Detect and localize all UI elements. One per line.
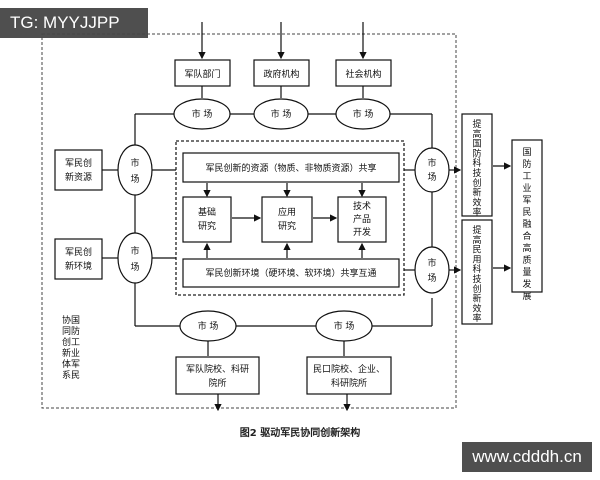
svg-text:科研院所: 科研院所 — [331, 377, 367, 389]
system-label: 协国 同防 创工 新业 体军 系民 — [62, 314, 80, 381]
top-box-society: 社会机构 — [335, 59, 392, 87]
market-bottom-1: 市 场 — [179, 310, 237, 342]
svg-text:军民创新环境（硬环境、软环境）共享互通: 军民创新环境（硬环境、软环境）共享互通 — [205, 267, 376, 279]
svg-text:市: 市 — [427, 257, 436, 269]
inner-resource-share-bar: 军民创新的资源（物质、非物质资源）共享 — [182, 152, 400, 183]
top-box-military: 军队部门 — [174, 59, 231, 87]
market-top-1: 市 场 — [173, 98, 231, 130]
market-right-2: 市 场 — [414, 246, 450, 294]
svg-text:政府机构: 政府机构 — [263, 68, 299, 80]
svg-text:应用: 应用 — [278, 206, 296, 218]
svg-text:研究: 研究 — [198, 220, 216, 232]
defense-efficiency-text: 提高国防科技创新效率 — [472, 119, 481, 218]
figure-caption: 图2 驱动军民协同创新架构 — [240, 426, 360, 439]
civil-efficiency-box: 提高民用科技创新效率 — [461, 219, 493, 325]
svg-text:协国: 协国 — [62, 314, 80, 326]
watermark-top: TG: MYYJJPP — [0, 8, 148, 38]
svg-text:市 场: 市 场 — [353, 108, 374, 120]
svg-text:基础: 基础 — [198, 206, 216, 218]
svg-text:新环境: 新环境 — [65, 260, 92, 272]
svg-text:市: 市 — [427, 157, 436, 169]
tech-product-dev-box: 技术 产品 开发 — [337, 196, 387, 243]
svg-text:场: 场 — [427, 172, 436, 183]
svg-text:同防: 同防 — [62, 325, 80, 337]
outer-dashed-frame — [41, 33, 457, 409]
svg-text:军队部门: 军队部门 — [184, 68, 220, 80]
svg-text:市 场: 市 场 — [192, 108, 213, 120]
final-goal-text: 国防工业军民融合高质量发展 — [522, 147, 531, 302]
top-box-government: 政府机构 — [253, 59, 310, 87]
applied-research-box: 应用 研究 — [261, 196, 313, 243]
market-bottom-2: 市 场 — [315, 310, 373, 342]
svg-text:军队院校、科研: 军队院校、科研 — [186, 363, 249, 375]
watermark-bottom: www.cdddh.cn — [462, 442, 592, 472]
svg-text:军民创: 军民创 — [65, 246, 92, 258]
market-right-1: 市 场 — [414, 147, 450, 193]
svg-text:院所: 院所 — [208, 377, 226, 389]
svg-text:场: 场 — [130, 262, 139, 273]
svg-text:体军: 体军 — [62, 358, 80, 370]
bottom-box-civil-institutes: 民口院校、企业、 科研院所 — [306, 356, 392, 395]
svg-text:新资源: 新资源 — [65, 171, 92, 183]
final-goal-box: 国防工业军民融合高质量发展 — [511, 139, 543, 302]
left-box-resources: 军民创 新资源 — [54, 149, 103, 191]
svg-text:新业: 新业 — [62, 347, 80, 359]
svg-text:市: 市 — [130, 245, 139, 257]
svg-text:场: 场 — [130, 174, 139, 185]
svg-text:技术: 技术 — [353, 200, 371, 212]
svg-text:场: 场 — [427, 273, 436, 284]
svg-text:社会机构: 社会机构 — [345, 68, 381, 80]
svg-text:产品: 产品 — [353, 213, 371, 225]
defense-efficiency-box: 提高国防科技创新效率 — [461, 113, 493, 218]
inner-environment-share-bar: 军民创新环境（硬环境、软环境）共享互通 — [182, 258, 400, 288]
svg-text:市 场: 市 场 — [334, 320, 355, 332]
inner-dashed-frame — [175, 140, 405, 296]
civil-efficiency-text: 提高民用科技创新效率 — [472, 225, 481, 324]
svg-text:军民创: 军民创 — [65, 157, 92, 169]
market-left-1: 市 场 — [117, 144, 153, 196]
svg-text:创工: 创工 — [62, 336, 80, 348]
svg-text:市: 市 — [130, 157, 139, 169]
market-left-2: 市 场 — [117, 232, 153, 284]
market-top-3: 市 场 — [335, 98, 391, 130]
market-top-2: 市 场 — [253, 98, 309, 130]
svg-text:民口院校、企业、: 民口院校、企业、 — [313, 363, 385, 375]
svg-text:市 场: 市 场 — [271, 108, 292, 120]
connector-lines — [102, 22, 512, 412]
basic-research-box: 基础 研究 — [182, 196, 232, 243]
svg-text:军民创新的资源（物质、非物质资源）共享: 军民创新的资源（物质、非物质资源）共享 — [205, 162, 376, 174]
svg-text:开发: 开发 — [353, 226, 371, 238]
bottom-box-military-institutes: 军队院校、科研 院所 — [175, 356, 260, 395]
svg-text:系民: 系民 — [62, 370, 80, 381]
svg-text:市 场: 市 场 — [198, 320, 219, 332]
left-box-environment: 军民创 新环境 — [54, 238, 103, 280]
svg-text:研究: 研究 — [278, 220, 296, 232]
